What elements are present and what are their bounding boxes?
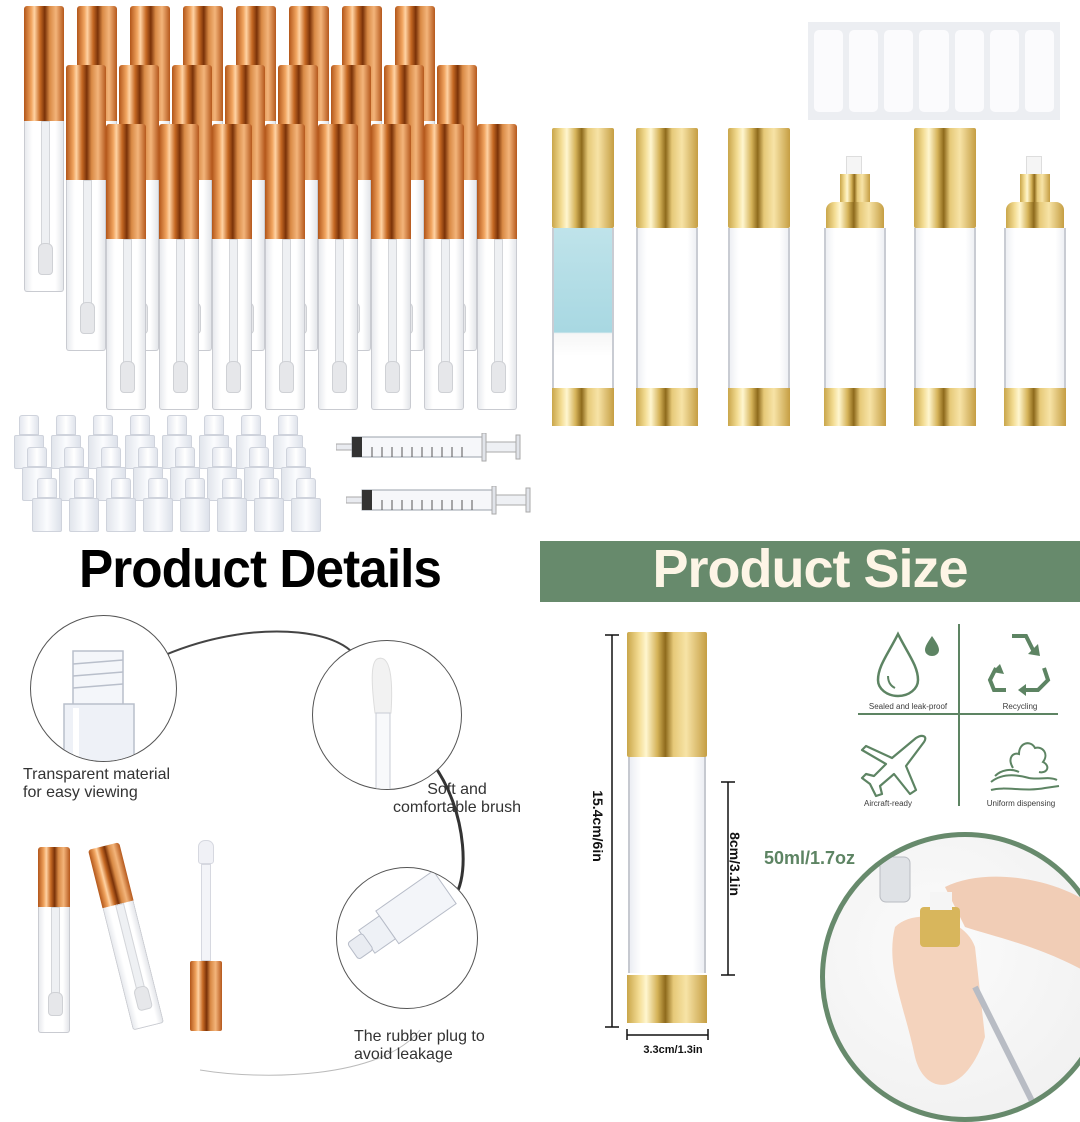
- capacity-label: 50ml/1.7oz: [764, 848, 856, 868]
- product-size-heading: Product Size: [652, 539, 968, 599]
- brush-illustration: [371, 657, 393, 789]
- hands-bottle-illustration: [879, 856, 1080, 1109]
- detail-circle-transparent: [30, 615, 177, 762]
- width-label: 3.3cm/1.3in: [643, 1044, 703, 1056]
- rubber-plug: [254, 478, 284, 533]
- lip-gloss-tube: [318, 124, 358, 410]
- rubber-plug: [217, 478, 247, 533]
- caption-brush: Soft and comfortable brush: [393, 781, 522, 816]
- airless-bottle: [824, 128, 886, 426]
- airless-bottle: [914, 128, 976, 426]
- label-sticker: [954, 30, 984, 112]
- syringe: [335, 432, 526, 462]
- lip-gloss-tube: [265, 124, 305, 410]
- label-sticker: [989, 30, 1019, 112]
- lip-gloss-tube-closed: [38, 847, 70, 1033]
- lip-gloss-tube: [212, 124, 252, 410]
- lip-gloss-tube: [24, 6, 64, 292]
- product-details-heading: Product Details: [78, 539, 442, 599]
- feature-label-dispensing: Uniform dispensing: [986, 799, 1056, 808]
- body-height-label: 8cm/3.1in: [727, 832, 743, 896]
- rubber-plug: [32, 478, 62, 533]
- label-sticker: [1024, 30, 1054, 112]
- rubber-plug: [291, 478, 321, 533]
- label-sticker: [919, 30, 949, 112]
- dimension-lines: [605, 634, 735, 1040]
- lip-gloss-wand-cap: [190, 840, 222, 1055]
- caption-plug: The rubber plug to avoid leakage: [354, 1028, 485, 1063]
- rubber-plug: [180, 478, 210, 533]
- rubber-plug: [106, 478, 136, 533]
- lip-gloss-tube: [159, 124, 199, 410]
- feature-label-recycling: Recycling: [1002, 702, 1038, 711]
- usage-photo-circle: [820, 832, 1080, 1122]
- airplane-icon: [860, 734, 927, 798]
- water-drop-icon: [876, 631, 939, 698]
- feature-label-sealed: Sealed and leak-proof: [868, 702, 948, 711]
- hand-foam-icon: [990, 742, 1060, 791]
- feature-label-aircraft: Aircraft-ready: [863, 799, 912, 808]
- rubber-plug-illustration: [347, 870, 457, 959]
- rubber-plug: [162, 415, 192, 470]
- airless-bottle: [552, 128, 614, 426]
- airless-bottle: [1004, 128, 1066, 426]
- label-sticker-sheet: [808, 22, 1060, 120]
- recycle-icon: [987, 634, 1051, 696]
- lip-gloss-tube: [371, 124, 411, 410]
- rubber-plug: [69, 478, 99, 533]
- product-size-banner: [540, 541, 1080, 602]
- syringe: [345, 485, 536, 515]
- lip-gloss-tube: [477, 124, 517, 410]
- detail-circle-brush: [312, 640, 462, 790]
- airless-bottle: [636, 128, 698, 426]
- bottle-neck-illustration: [63, 650, 135, 761]
- label-sticker: [814, 30, 844, 112]
- label-sticker: [849, 30, 879, 112]
- lip-gloss-tube: [424, 124, 464, 410]
- lip-gloss-tube: [66, 65, 106, 351]
- lip-gloss-tube: [106, 124, 146, 410]
- detail-circle-plug: [336, 867, 478, 1009]
- total-height-label: 15.4cm/6in: [590, 790, 606, 862]
- label-sticker: [884, 30, 914, 112]
- caption-transparent: Transparent material for easy viewing: [23, 766, 171, 801]
- rubber-plug: [143, 478, 173, 533]
- airless-bottle: [728, 128, 790, 426]
